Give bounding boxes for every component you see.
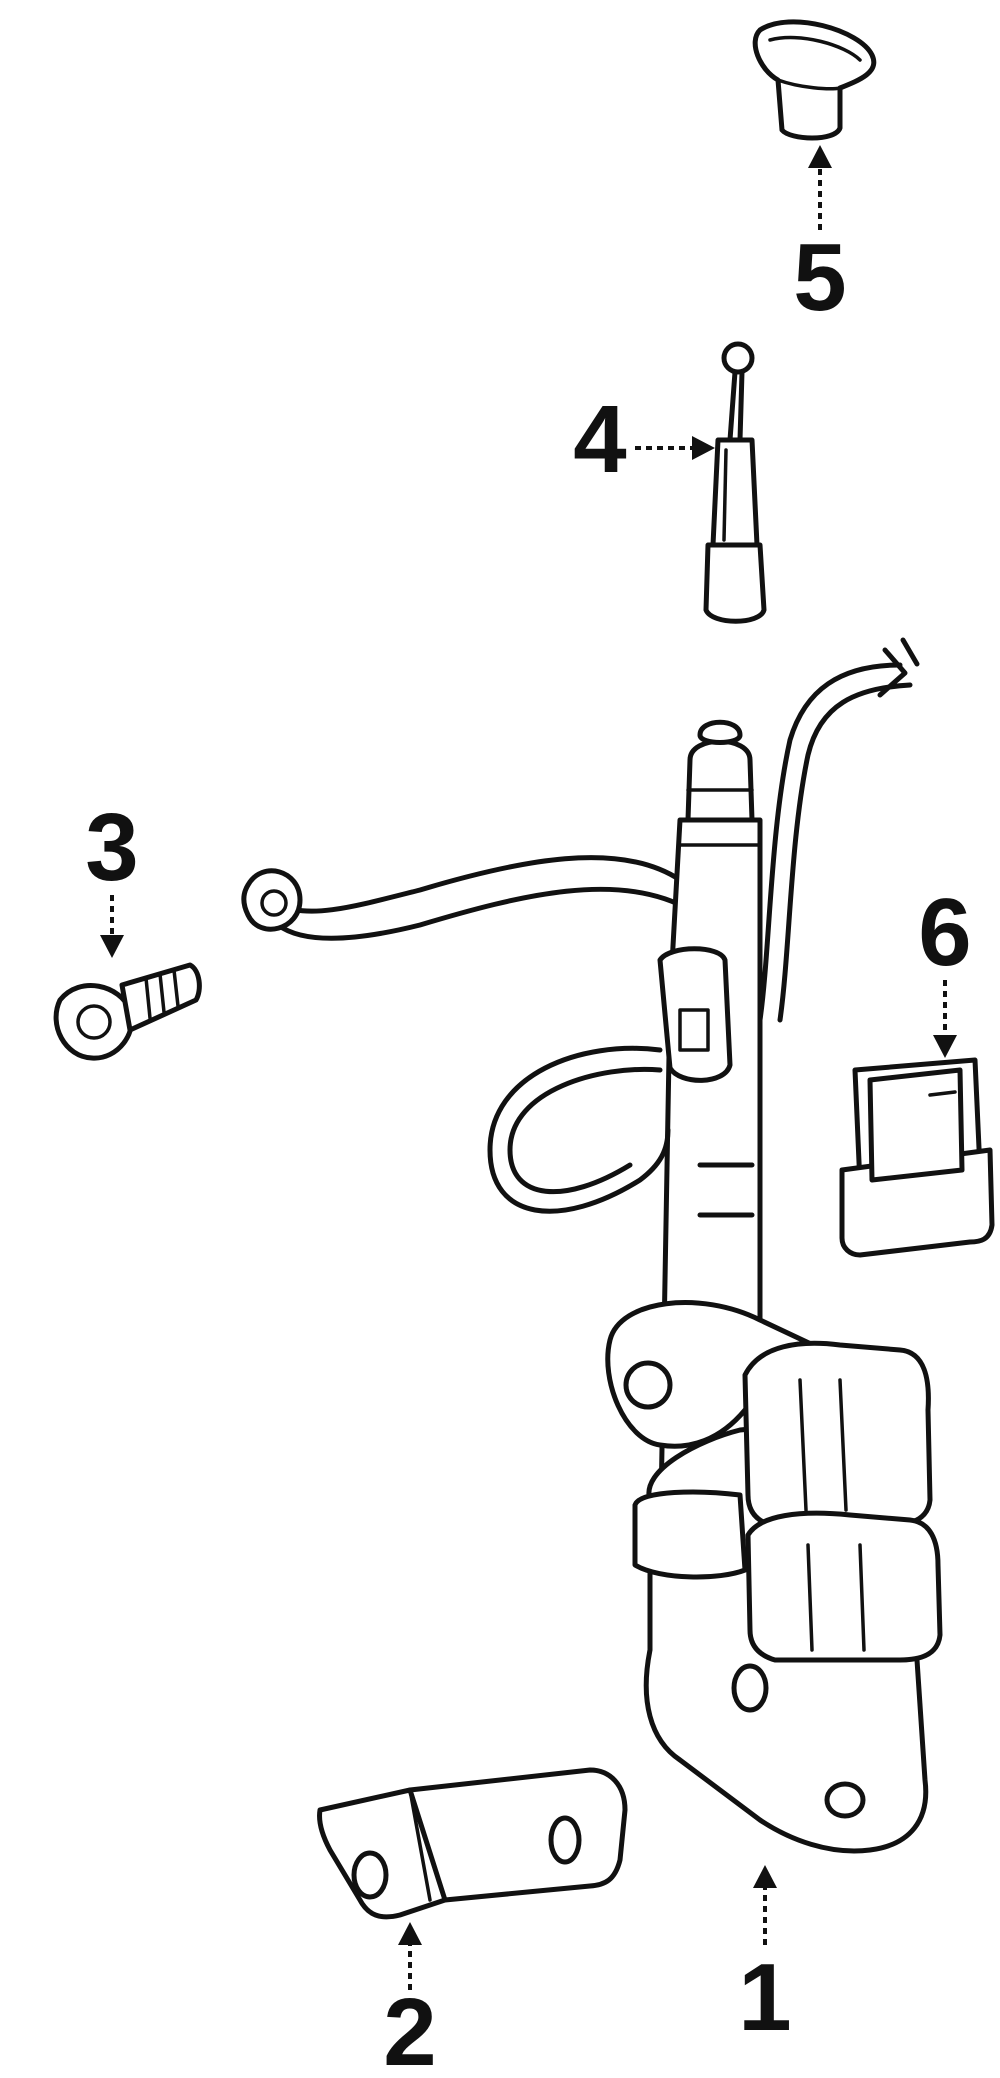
- bolt-icon: [53, 962, 202, 1061]
- leader-3: [100, 895, 124, 958]
- callout-3: 3: [85, 794, 138, 901]
- leader-5: [808, 145, 832, 230]
- callout-2: 2: [383, 1979, 436, 2078]
- callout-4: 4: [573, 386, 626, 493]
- antenna-mast-icon: [703, 341, 767, 624]
- callout-1: 1: [738, 1944, 791, 2051]
- leader-2: [398, 1922, 422, 1990]
- callout-6: 6: [918, 879, 971, 986]
- leader-6: [933, 980, 957, 1058]
- callout-5: 5: [793, 224, 846, 331]
- mounting-bracket-icon: [317, 1767, 628, 1920]
- antenna-grommet-cap-icon: [752, 19, 877, 141]
- leader-4: [635, 436, 715, 460]
- relay-icon: [839, 1057, 995, 1258]
- leader-1: [753, 1865, 777, 1945]
- power-antenna-mast-assembly-icon: [241, 637, 943, 1854]
